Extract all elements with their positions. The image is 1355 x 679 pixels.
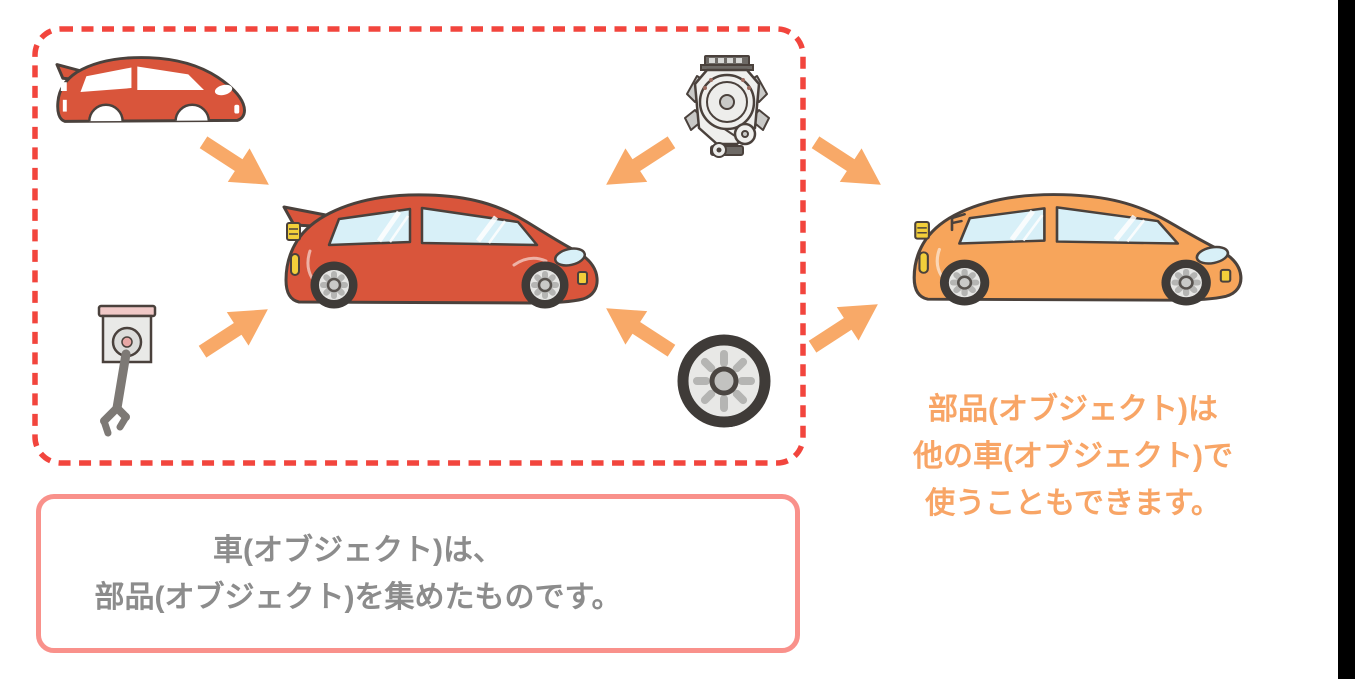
arrow-tire-to-other-car-icon — [808, 304, 878, 353]
arrow-engine-to-car-icon — [606, 136, 676, 185]
parts-group-dashed-frame — [32, 26, 806, 466]
arrow-engine-to-other-car-icon — [811, 136, 881, 185]
reuse-note: 部品(オブジェクト)は 他の車(オブジェクト)で 使うこともできます。 — [890, 386, 1256, 527]
orange-car-icon — [912, 193, 1243, 307]
arrow-piston-to-car-icon — [198, 309, 268, 358]
caption-line-2: 部品(オブジェクト)を集めたものです。 — [94, 580, 622, 614]
note-line-1: 部品(オブジェクト)は — [928, 393, 1218, 426]
rear-wheel — [309, 260, 359, 310]
piston-icon — [97, 304, 157, 437]
red-car-icon — [282, 193, 599, 310]
rear-wheel — [938, 258, 991, 307]
caption-line-1: 車(オブジェクト)は、 — [213, 533, 503, 567]
red-car-silhouette-icon — [55, 56, 246, 123]
tire-icon — [677, 334, 771, 428]
front-wheel — [520, 260, 570, 310]
front-wheel — [1160, 258, 1213, 307]
arrow-car-part-to-car-icon — [199, 136, 269, 185]
note-line-3: 使うこともできます。 — [925, 487, 1221, 520]
arrow-tire-to-car-icon — [606, 308, 676, 357]
engine-icon — [684, 55, 770, 158]
note-line-2: 他の車(オブジェクト)で — [913, 440, 1233, 473]
caption-box: 車(オブジェクト)は、 部品(オブジェクト)を集めたものです。 — [36, 494, 800, 653]
right-edge-strip — [1338, 0, 1355, 679]
